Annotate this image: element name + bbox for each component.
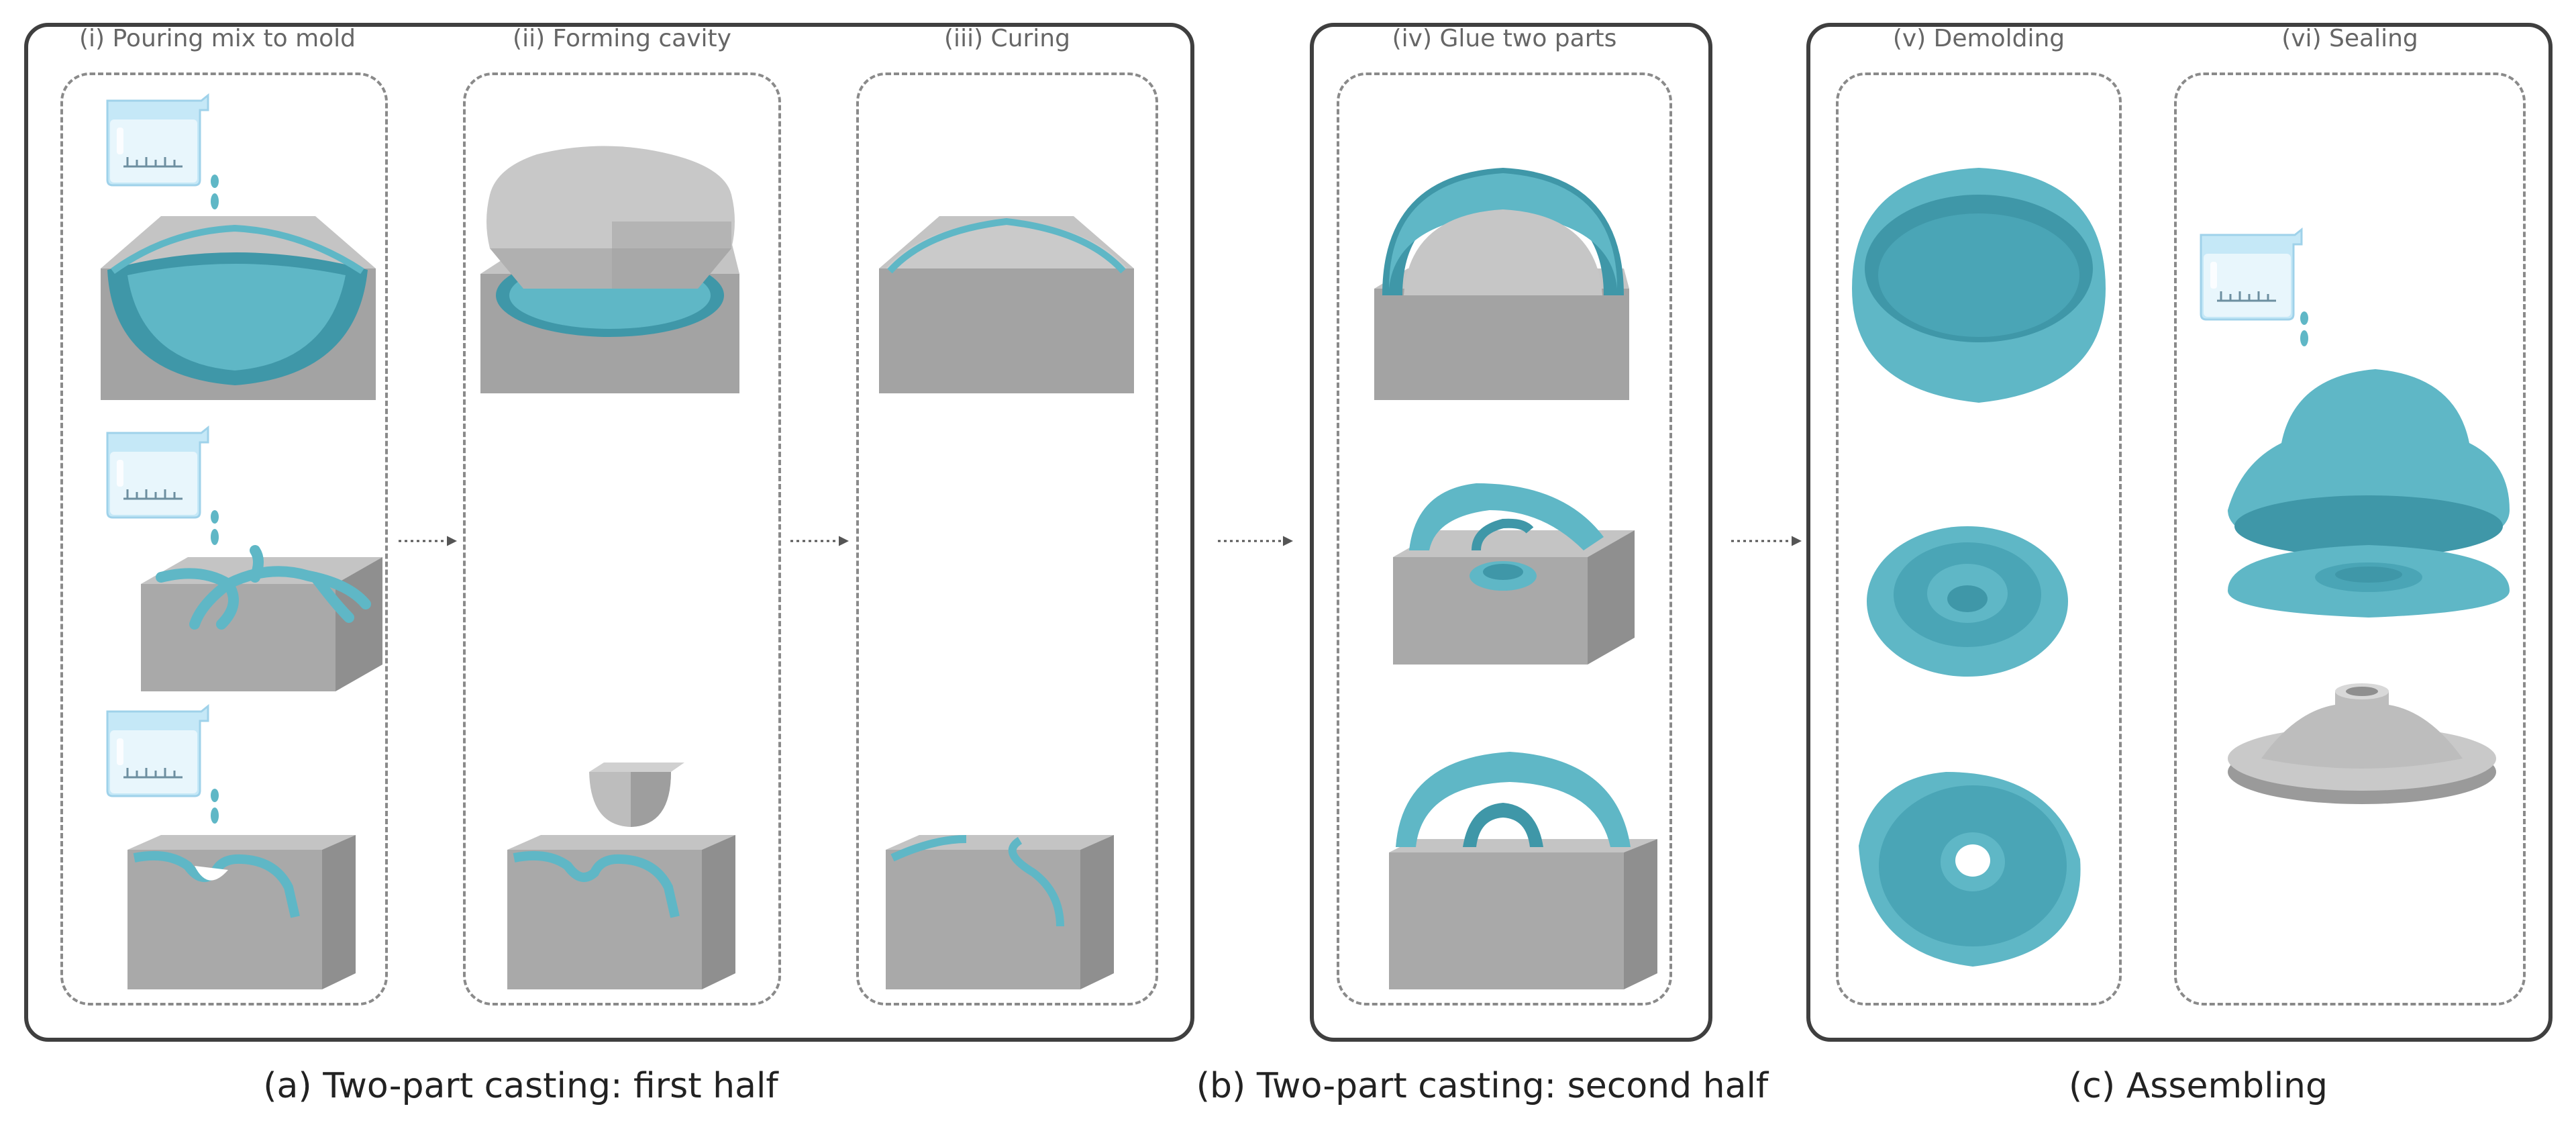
caption-panel-c: (c) Assembling [2069,1066,2328,1106]
lane-sealing [2174,72,2526,1005]
glue-step-1 [1374,168,1629,400]
demolding-part-3 [1859,772,2081,967]
lane-curing [856,72,1158,1005]
lane-title-curing: (iii) Curing [933,27,1081,51]
lane-title-demolding: (v) Demolding [1882,27,2076,51]
sealing-assembly [2228,369,2510,618]
forming-step-1 [480,146,739,393]
lane-demolding [1836,72,2122,1005]
pouring-step-2 [106,426,382,691]
lane-forming [463,72,781,1005]
glue-step-2 [1393,483,1635,665]
glue-step-3 [1389,752,1657,989]
pouring-step-1 [101,94,376,400]
curing-step-2 [886,835,1114,989]
lane-title-forming: (ii) Forming cavity [502,27,742,51]
demolding-part-1 [1852,168,2106,403]
sealing-base [2228,683,2496,804]
sealing-beaker [2200,228,2308,346]
lane-title-pouring: (i) Pouring mix to mold [68,27,367,51]
lane-title-glue: (iv) Glue two parts [1381,27,1628,51]
lane-title-sealing: (vi) Sealing [2271,27,2429,51]
pouring-step-3 [106,705,356,989]
lane-glue [1337,72,1672,1005]
demolding-part-2 [1867,526,2068,677]
caption-panel-a: (a) Two-part casting: first half [263,1066,778,1106]
lane-pouring [60,72,388,1005]
forming-step-2 [507,763,735,989]
caption-panel-b: (b) Two-part casting: second half [1196,1066,1769,1106]
curing-step-1 [879,216,1134,393]
